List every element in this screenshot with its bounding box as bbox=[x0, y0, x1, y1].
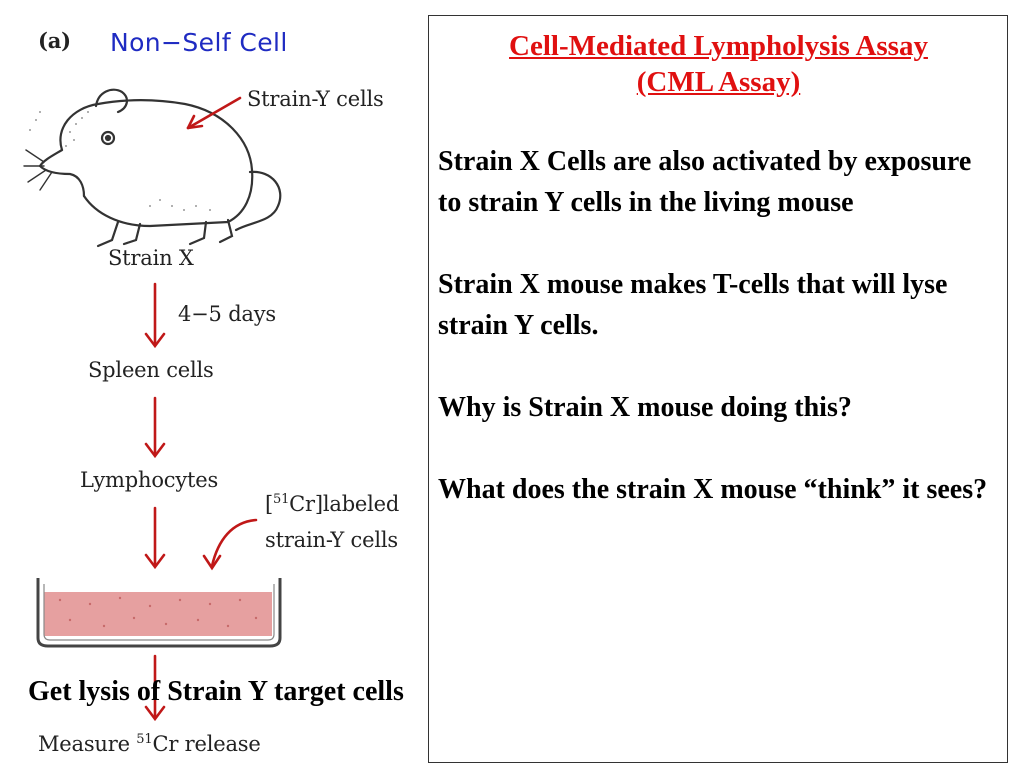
culture-plate bbox=[36, 578, 282, 648]
measure-rest: Cr release bbox=[152, 732, 261, 756]
measure-prefix: Measure bbox=[38, 732, 137, 756]
paragraph-think: What does the strain X mouse “think” it … bbox=[438, 474, 988, 505]
strain-y-cells-label: Strain-Y cells bbox=[247, 87, 384, 111]
labeled-cells-label-line2: strain-Y cells bbox=[265, 528, 398, 552]
strain-x-label: Strain X bbox=[108, 246, 194, 270]
diagram-title: Non−Self Cell bbox=[110, 28, 288, 57]
paragraph-why: Why is Strain X mouse doing this? bbox=[438, 392, 852, 423]
flow-arrows bbox=[144, 282, 166, 722]
paragraph-activation: Strain X Cells are also activated by exp… bbox=[438, 146, 972, 218]
incubation-days-label: 4−5 days bbox=[178, 302, 276, 326]
explanation-textbox: Cell-Mediated Lympholysis Assay (CML Ass… bbox=[428, 15, 1008, 763]
measure-isotope-superscript: 51 bbox=[136, 732, 153, 747]
spleen-cells-label: Spleen cells bbox=[88, 358, 214, 382]
lymphocytes-label: Lymphocytes bbox=[80, 468, 219, 492]
diagram-artwork bbox=[23, 88, 282, 722]
labeled-cells-text: Cr]labeled bbox=[289, 492, 400, 516]
panel-letter: (a) bbox=[38, 28, 71, 53]
lysis-caption: Get lysis of Strain Y target cells bbox=[28, 676, 404, 707]
mouse-illustration bbox=[23, 88, 282, 248]
measure-release-label: Measure 51Cr release bbox=[38, 732, 261, 756]
textbox-title: Cell-Mediated Lympholysis Assay (CML Ass… bbox=[438, 28, 999, 100]
mouse-shading bbox=[29, 111, 211, 211]
labeled-cells-label-line1: [51Cr]labeled bbox=[265, 492, 400, 516]
textbox-title-line1: Cell-Mediated Lympholysis Assay bbox=[509, 30, 928, 62]
textbox-title-line2: (CML Assay) bbox=[636, 66, 801, 98]
strain-y-injection-arrow bbox=[186, 96, 242, 130]
paragraph-tcells: Strain X mouse makes T-cells that will l… bbox=[438, 269, 948, 341]
isotope-superscript: 51 bbox=[273, 492, 290, 507]
cml-assay-diagram: (a) Non−Self Cell Strain-Y cells Strain … bbox=[0, 0, 430, 768]
labeled-cells-arrow bbox=[202, 518, 258, 571]
